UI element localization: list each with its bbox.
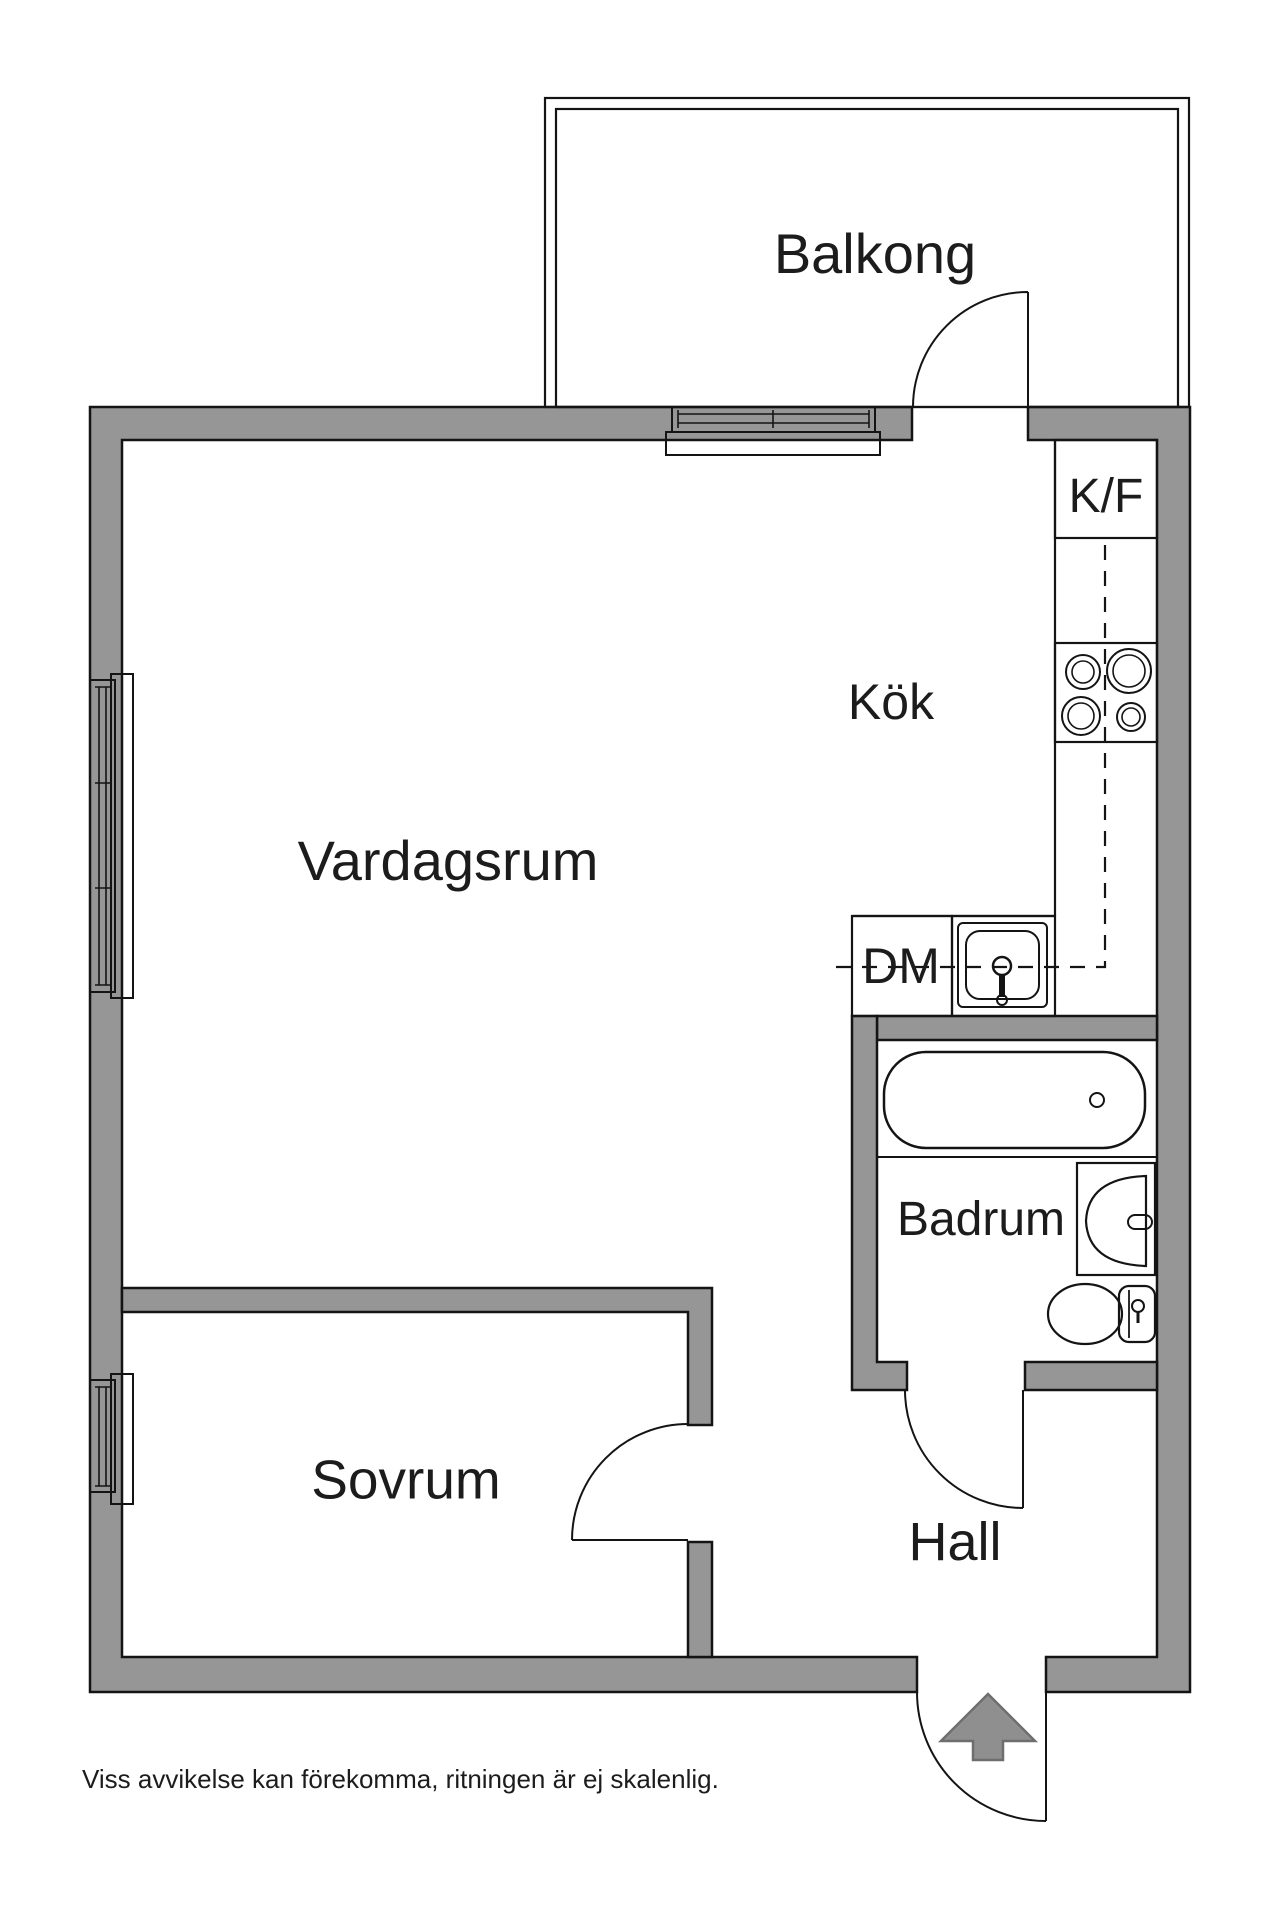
fridge-freezer-box xyxy=(1053,438,1159,540)
interior-walls xyxy=(120,1014,1159,1659)
outer-walls xyxy=(88,405,1192,1694)
window-living-top xyxy=(665,406,881,456)
window-bedroom xyxy=(89,1373,134,1505)
counter-dashed-line xyxy=(830,545,1107,969)
room-label-balcony: Balkong xyxy=(773,222,977,285)
room-label-living-room: Vardagsrum xyxy=(297,829,599,892)
room-label-bedroom: Sovrum xyxy=(311,1448,501,1511)
disclaimer-text: Viss avvikelse kan förekomma, ritningen … xyxy=(82,1764,719,1794)
window-living-left xyxy=(89,673,134,999)
bathtub-icon xyxy=(877,1050,1157,1158)
room-label-kitchen: Kök xyxy=(847,674,935,730)
room-label-fridge-freezer: K/F xyxy=(1068,470,1144,523)
entrance-door-arc xyxy=(916,1691,1047,1822)
room-label-hall: Hall xyxy=(908,1512,1002,1572)
bedroom-door-arc xyxy=(571,1423,689,1541)
entrance-arrow-icon xyxy=(937,1692,1039,1762)
stove-icon xyxy=(1053,641,1159,744)
washbasin-icon xyxy=(1075,1161,1157,1277)
room-label-bathroom: Badrum xyxy=(896,1193,1066,1246)
bathroom-door-arc xyxy=(904,1389,1024,1509)
room-label-dishwasher: DM xyxy=(862,938,940,994)
toilet-icon xyxy=(1046,1282,1157,1346)
balcony-door-arc xyxy=(912,291,1029,408)
